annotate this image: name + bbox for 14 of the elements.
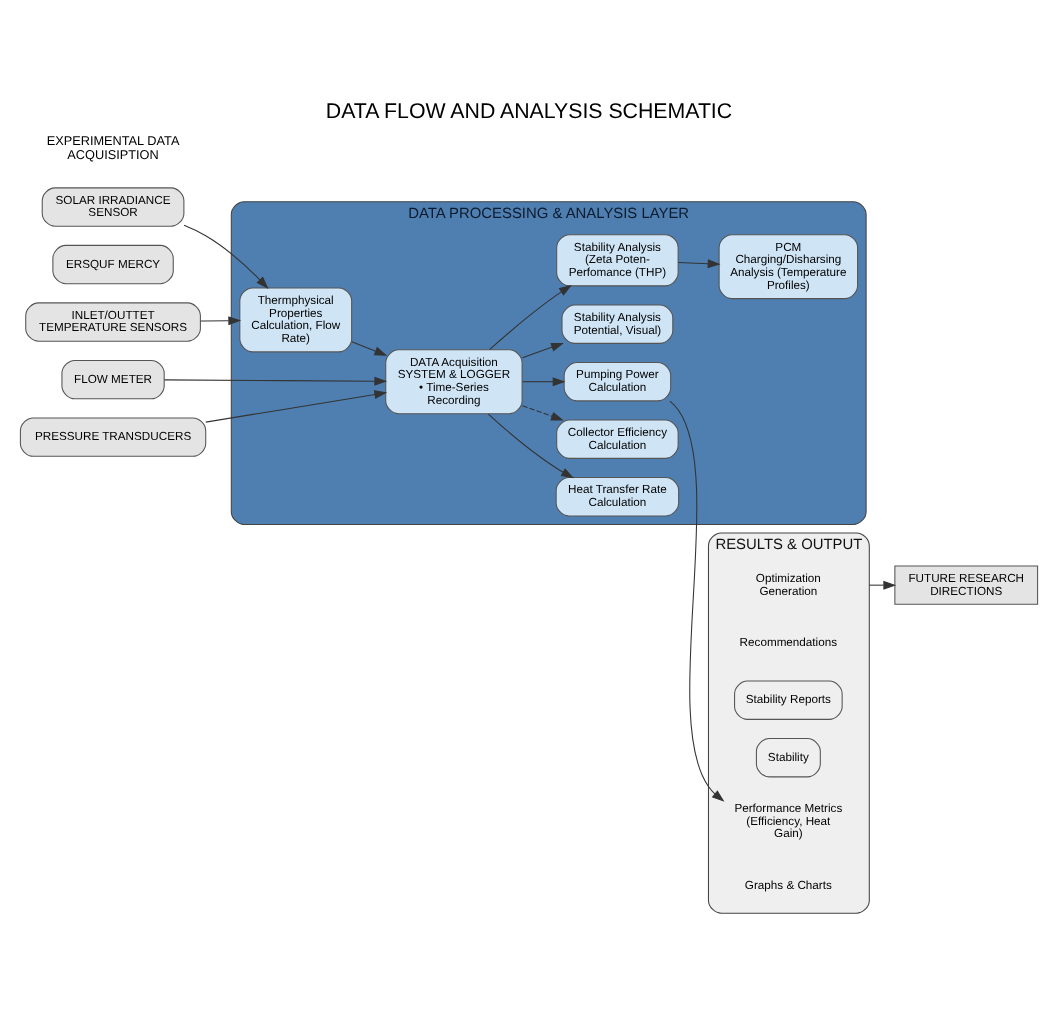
arrow xyxy=(163,375,388,385)
arrow xyxy=(351,340,388,355)
arrow xyxy=(521,341,564,358)
arrow xyxy=(868,579,897,589)
arrow xyxy=(183,223,269,288)
arrow xyxy=(489,284,572,349)
diagram-title: DATA FLOW AND ANALYSIS SCHEMATIC xyxy=(325,98,733,123)
arrow xyxy=(677,258,721,268)
arrow xyxy=(521,376,566,386)
arrow xyxy=(200,315,242,325)
arrow xyxy=(487,412,574,478)
arrow xyxy=(521,404,564,420)
arrow xyxy=(669,399,725,801)
arrow xyxy=(205,389,388,422)
